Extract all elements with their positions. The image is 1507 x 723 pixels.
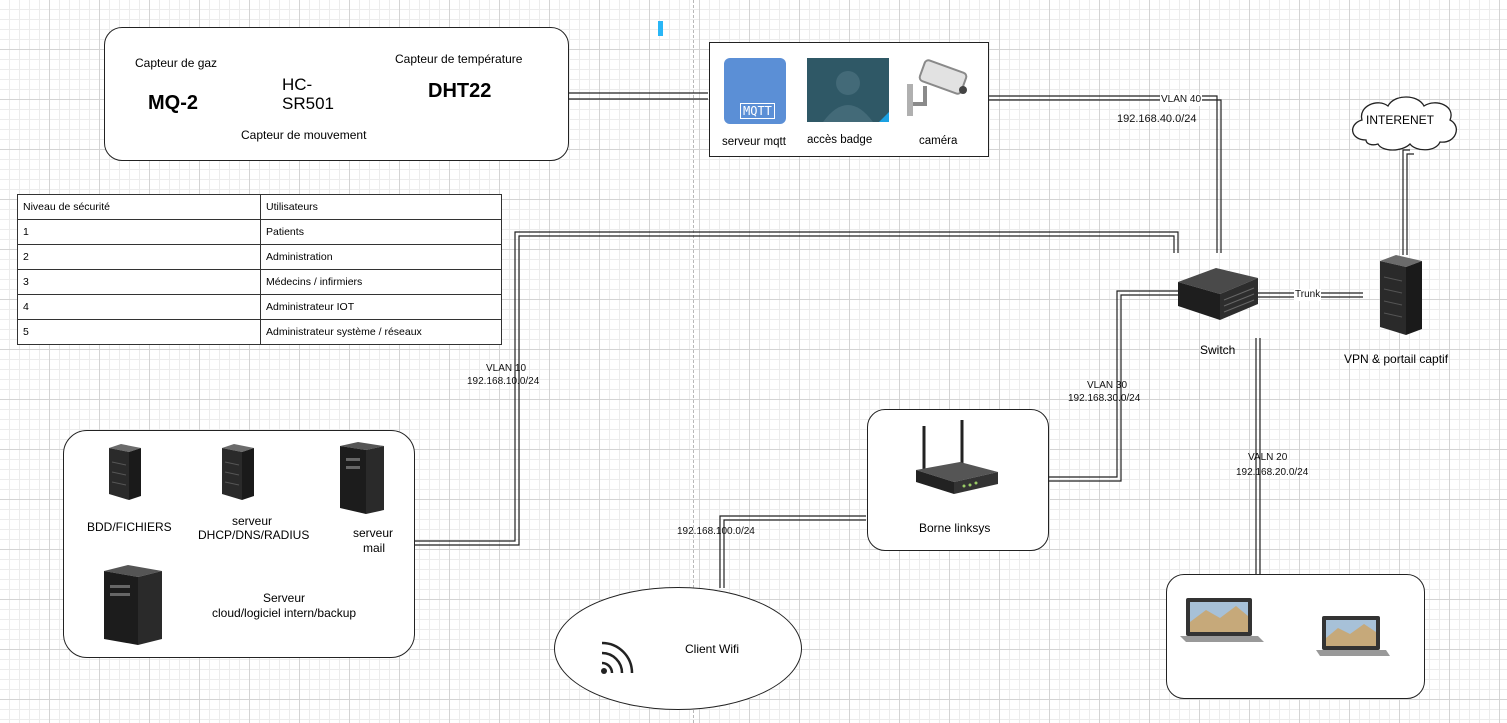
vlan10-label: VLAN 10 (486, 363, 527, 374)
bdd-label: BDD/FICHIERS (87, 520, 172, 534)
trunk-label: Trunk (1294, 289, 1322, 301)
switch-icon (1178, 268, 1258, 320)
vlan40-subnet: 192.168.40.0/24 (1117, 113, 1197, 125)
internet-cloud-icon (1352, 96, 1457, 151)
badge-label: accès badge (807, 134, 873, 146)
wifi-client-label: Client Wifi (685, 642, 740, 656)
link-vlan40 (988, 95, 1218, 253)
table-row: 2 Administration (17, 244, 502, 270)
table-cell: Administrateur système / réseaux (260, 319, 502, 345)
temp-sensor-label: Capteur de température (395, 52, 523, 66)
laptop-icon (1180, 598, 1264, 642)
table-header-cell: Niveau de sécurité (17, 194, 261, 220)
dhcp-server-icon (222, 444, 254, 500)
motion-sensor-model: HC-SR501 (282, 75, 334, 113)
vlan30-label: VLAN 30 (1087, 380, 1128, 391)
vlan20-label: VALN 20 (1248, 452, 1288, 463)
table-cell: Administrateur IOT (260, 294, 502, 320)
table-cell: 2 (17, 244, 261, 270)
link-vlan30 (1048, 290, 1178, 478)
router-label: Borne linksys (919, 521, 991, 535)
camera-icon (905, 56, 971, 125)
motion-sensor-label: Capteur de mouvement (241, 128, 367, 142)
table-cell: Médecins / infirmiers (260, 269, 502, 295)
table-row: 1 Patients (17, 219, 502, 245)
vlan40-label: VLAN 40 (1160, 94, 1203, 106)
cloud-label-line1: Serveur (263, 591, 306, 605)
vlan20-subnet: 192.168.20.0/24 (1236, 467, 1309, 478)
security-level-table: Niveau de sécurité Utilisateurs 1 Patien… (17, 194, 502, 345)
table-row: 5 Administrateur système / réseaux (17, 319, 502, 345)
switch-label: Switch (1200, 343, 1236, 357)
cloud-label-line2: cloud/logiciel intern/backup (212, 606, 357, 620)
table-row: 3 Médecins / infirmiers (17, 269, 502, 295)
text-cursor (658, 21, 663, 36)
table-row: 4 Administrateur IOT (17, 294, 502, 320)
mail-label-line1: serveur (353, 526, 394, 540)
laptop-icon (1316, 616, 1390, 656)
mail-label-line2: mail (363, 541, 386, 555)
table-cell: Administration (260, 244, 502, 270)
badge-icon (807, 58, 889, 122)
dhcp-label-line2: DHCP/DNS/RADIUS (198, 528, 310, 542)
vpn-server-icon (1380, 255, 1422, 335)
mqtt-icon (724, 58, 786, 124)
sensors-box (104, 27, 569, 161)
table-cell: 1 (17, 219, 261, 245)
wifi-icon (601, 641, 634, 674)
mqtt-label: serveur mqtt (722, 136, 786, 148)
cloud-server-icon (104, 565, 162, 645)
link-internet (1402, 149, 1410, 255)
table-cell: 3 (17, 269, 261, 295)
table-cell: 4 (17, 294, 261, 320)
dhcp-label-line1: serveur (232, 514, 273, 528)
gas-sensor-model: MQ-2 (148, 92, 198, 114)
page-divider (693, 0, 694, 723)
gas-sensor-label: Capteur de gaz (135, 56, 218, 70)
vlan10-subnet: 192.168.10.0/24 (467, 376, 540, 387)
mqtt-icon-text: MQTT (740, 103, 775, 119)
mail-server-icon (340, 442, 384, 514)
table-cell: Patients (260, 219, 502, 245)
camera-label: caméra (919, 135, 958, 147)
vlan30-subnet: 192.168.30.0/24 (1068, 393, 1141, 404)
link-wifi (719, 515, 866, 588)
wifi-subnet: 192.168.100.0/24 (677, 526, 755, 537)
temp-sensor-model: DHT22 (428, 80, 492, 102)
link-vlan10 (414, 231, 1179, 542)
table-header-row: Niveau de sécurité Utilisateurs (17, 194, 502, 220)
wifi-client-ellipse (554, 587, 802, 710)
router-icon (916, 420, 998, 494)
table-cell: 5 (17, 319, 261, 345)
bdd-server-icon (109, 444, 141, 500)
table-header-cell: Utilisateurs (260, 194, 502, 220)
internet-label: INTERENET (1366, 113, 1435, 127)
vpn-label: VPN & portail captif (1344, 352, 1449, 366)
